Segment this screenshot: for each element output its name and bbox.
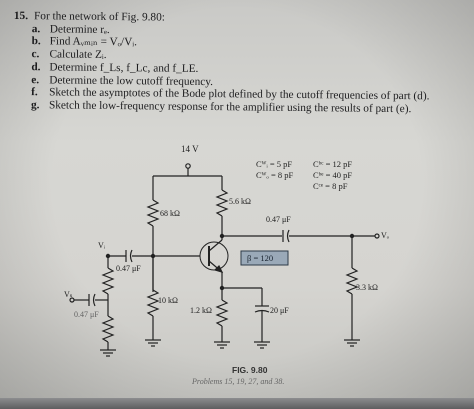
rc-label: 5.6 kΩ xyxy=(229,197,251,206)
cap-param-cbe: Cᵇᵉ = 40 pF xyxy=(313,170,352,180)
cap-param-cce: Cᶜᵉ = 8 pF xyxy=(313,181,348,191)
resistor-rs xyxy=(101,267,115,295)
cap-out-plate-2 xyxy=(286,229,290,243)
output-terminal xyxy=(374,233,380,239)
vi-label: Vᵢ xyxy=(98,241,106,250)
cap-source-plate-2 xyxy=(92,293,96,307)
resistor-r1 xyxy=(146,199,160,227)
beta-label: β = 120 xyxy=(247,253,273,263)
supply-terminal xyxy=(185,163,191,169)
cap-param-cwi: Cᵂᵢ = 5 pF xyxy=(256,159,292,169)
bjt-emitter-arrow xyxy=(213,264,224,273)
cap-param-cbc: Cᵇᶜ = 12 pF xyxy=(313,159,352,169)
resistor-rc xyxy=(215,189,229,217)
re-label: 1.2 kΩ xyxy=(190,306,212,315)
resistor-r2 xyxy=(146,289,160,317)
r2-label: 10 kΩ xyxy=(158,296,178,305)
beta-box xyxy=(240,250,289,266)
r1-label: 68 kΩ xyxy=(160,209,180,218)
figure-subcaption: Problems 15, 19, 27, and 38. xyxy=(192,377,285,386)
supply-label: 14 V xyxy=(181,144,199,154)
capacitance-parameters: Cᵂᵢ = 5 pF Cᵂₒ = 8 pF Cᵇᶜ = 12 pF Cᵇᵉ = … xyxy=(256,159,352,191)
figure-caption: FIG. 9.80 xyxy=(232,365,268,375)
resistor-rl xyxy=(345,267,359,295)
cap-out-label: 0.47 μF xyxy=(266,215,291,224)
resistor-rs2 xyxy=(101,315,115,343)
desk-edge xyxy=(0,398,474,409)
cap-source-label: 0.47 μF xyxy=(74,310,99,319)
ce-label: 20 μF xyxy=(270,306,289,315)
rl-label: 3.3 kΩ xyxy=(356,283,378,292)
cap-emitter-plate-2 xyxy=(254,309,270,313)
vs-label: Vₛ xyxy=(64,290,73,299)
cap-in-plate-2 xyxy=(129,249,133,263)
resistor-re xyxy=(215,299,229,327)
cap-param-cwo: Cᵂₒ = 8 pF xyxy=(256,170,293,180)
cap-in-label: 0.47 μF xyxy=(116,264,141,273)
vo-label: Vₒ xyxy=(381,231,390,240)
